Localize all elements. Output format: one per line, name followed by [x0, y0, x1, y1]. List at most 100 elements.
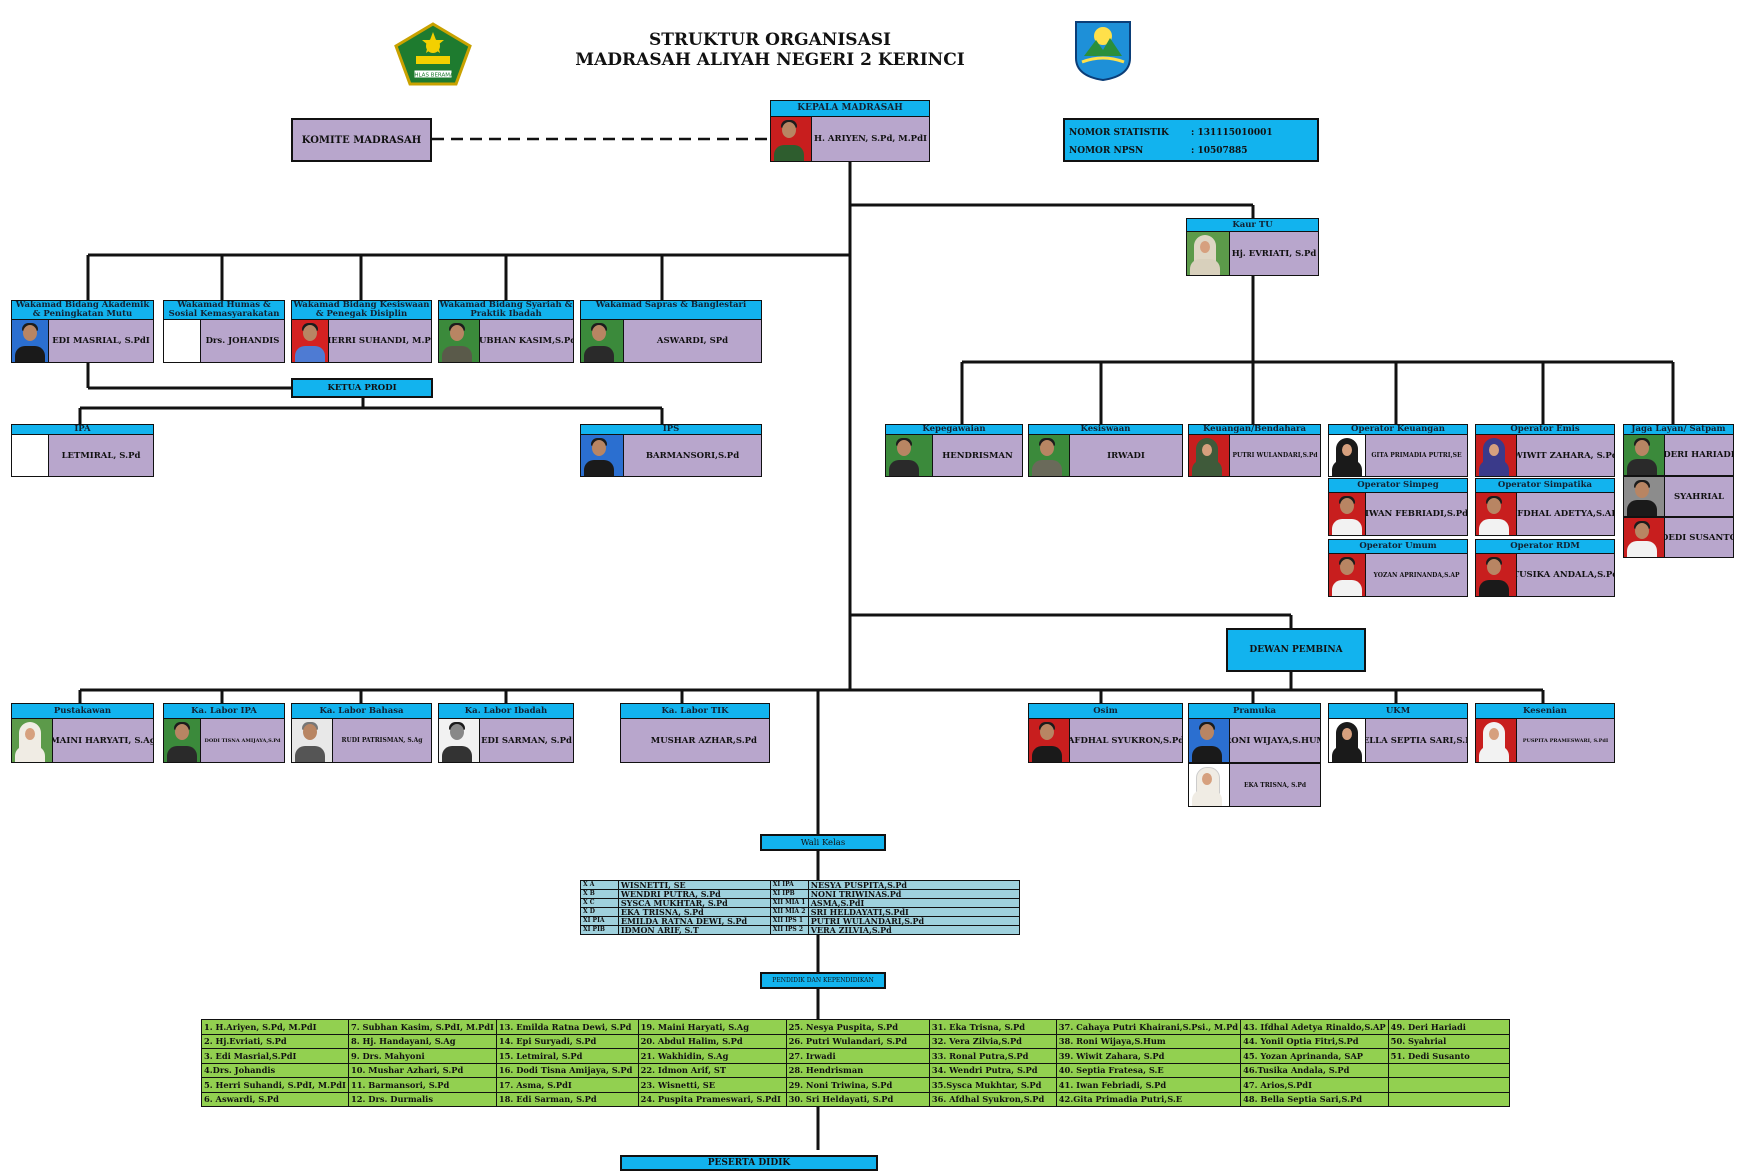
unit-labor-ibadah-title: Ka. Labor Ibadah	[438, 703, 574, 719]
kaur-tu-name: Hj. EVRIATI, S.Pd	[1231, 248, 1317, 259]
prodi-ipa-title: IPA	[11, 424, 154, 435]
photo-labor-ibadah	[439, 719, 480, 762]
tu-kepegawaian-title: Kepegawaian	[885, 424, 1023, 435]
kepala-madrasah-box: KEPALA MADRASAH H. ARIYEN, S.Pd, M.PdI	[770, 100, 930, 162]
page-title: STRUKTUR ORGANISASI MADRASAH ALIYAH NEGE…	[520, 30, 1020, 70]
title-line-1: STRUKTUR ORGANISASI	[648, 30, 891, 50]
photo-operator-umum	[1329, 554, 1366, 596]
pendidik-cell: 39. Wiwit Zahara, S.Pd	[1055, 1048, 1242, 1064]
wali-kelas-cell: X C	[580, 898, 619, 908]
photo-satpam-2	[1624, 477, 1665, 516]
pembina-osim-box: Osim AFDHAL SYUKRON,S.Pd	[1028, 703, 1183, 763]
wali-kelas-cell: XI IPA	[769, 880, 809, 890]
wakamad-akademik-title: Wakamad Bidang Akademik & Peningkatan Mu…	[11, 300, 154, 320]
pembina-pramuka-name: RONI WIJAYA,S.HUM	[1230, 735, 1320, 746]
photo-wakamad-sapras	[581, 320, 624, 362]
pendidik-cell: 22. Idmon Arif, ST	[637, 1062, 787, 1078]
pembina-osim-title: Osim	[1028, 703, 1183, 719]
photo-prodi-ips	[581, 435, 624, 476]
pembina-kesenian-name: PUSPITA PRAMESWARI, S.PdI	[1522, 737, 1609, 744]
photo-wakamad-humas	[164, 320, 201, 362]
pendidik-cell: 11. Barmansori, S.Pd	[347, 1077, 497, 1093]
pendidik-cell: 38. Roni Wijaya,S.Hum	[1055, 1033, 1242, 1049]
photo-keuangan	[1189, 435, 1230, 476]
wakamad-sapras-title: Wakamad Sapras & Banglestari	[580, 300, 762, 320]
tu-operator-umum-title: Operator Umum	[1328, 539, 1468, 554]
photo-operator-emis	[1476, 435, 1517, 476]
pendidik-cell: 27. Irwadi	[785, 1048, 930, 1064]
pendidik-cell: 21. Wakhidin, S.Ag	[637, 1048, 787, 1064]
nomor-statistik-label: NOMOR STATISTIK	[1069, 128, 1169, 138]
pendidik-cell: 48. Bella Septia Sari,S.Pd	[1240, 1091, 1389, 1107]
tu-operator-keuangan-name: GITA PRIMADIA PUTRI,SE	[1371, 452, 1462, 459]
wakamad-sapras-box: Wakamad Sapras & Banglestari ASWARDI, SP…	[580, 300, 762, 363]
photo-wakamad-syariah	[439, 320, 480, 362]
ketua-prodi-box: KETUA PRODI	[291, 378, 433, 398]
pendidik-cell: 13. Emilda Ratna Dewi, S.Pd	[495, 1019, 639, 1035]
pendidik-cell: 51. Dedi Susanto	[1387, 1048, 1511, 1064]
photo-wakamad-akademik	[12, 320, 49, 362]
tu-operator-emis-name: WIWIT ZAHARA, S.Pd	[1517, 450, 1614, 461]
photo-kepala	[771, 117, 812, 161]
pendidik-cell: 28. Hendrisman	[785, 1062, 930, 1078]
photo-pramuka-2	[1189, 764, 1230, 806]
kepala-madrasah-title: KEPALA MADRASAH	[770, 100, 930, 117]
pendidik-cell: 4.Drs. Johandis	[201, 1062, 349, 1078]
prodi-ipa-box: IPA LETMIRAL, S.Pd	[11, 424, 154, 477]
wakamad-syariah-box: Wakamad Bidang Syariah & Praktik Ibadah …	[438, 300, 574, 363]
photo-prodi-ipa	[12, 435, 49, 476]
pendidik-cell: 29. Noni Triwina, S.Pd	[785, 1077, 930, 1093]
tu-kesiswaan-box: Kesiswaan IRWADI	[1028, 424, 1183, 477]
unit-pustakawan-title: Pustakawan	[11, 703, 154, 719]
komite-madrasah-box: KOMITE MADRASAH	[291, 118, 432, 162]
photo-operator-simpatika	[1476, 493, 1517, 535]
pendidik-cell: 31. Eka Trisna, S.Pd	[928, 1019, 1057, 1035]
wakamad-syariah-name: SUBHAN KASIM,S.PdI	[480, 336, 573, 346]
photo-operator-simpeg	[1329, 493, 1366, 535]
pembina-kesenian-box: Kesenian PUSPITA PRAMESWARI, S.PdI	[1475, 703, 1615, 763]
unit-labor-bahasa-name: RUDI PATRISMAN, S.Ag	[341, 737, 423, 744]
pendidik-cell	[1387, 1091, 1511, 1107]
unit-labor-tik-title: Ka. Labor TIK	[620, 703, 770, 719]
pendidik-cell: 35.Sysca Mukhtar, S.Pd	[928, 1077, 1057, 1093]
tu-satpam-name-2: SYAHRIAL	[1674, 491, 1724, 502]
kaur-tu-title: Kaur TU	[1186, 218, 1319, 232]
photo-kesenian	[1476, 719, 1517, 762]
wali-kelas-cell: XII IPS 1	[769, 916, 809, 926]
wakamad-humas-box: Wakamad Humas & Sosial Kemasyarakatan Dr…	[163, 300, 285, 363]
photo-pramuka-1	[1189, 719, 1230, 762]
tu-satpam-name-1: DERI HARIADI	[1665, 450, 1733, 460]
tu-operator-umum-box: Operator Umum YOZAN APRINANDA,S.AP	[1328, 539, 1468, 597]
pendidik-cell: 34. Wendri Putra, S.Pd	[928, 1062, 1057, 1078]
pendidik-cell: 19. Maini Haryati, S.Ag	[637, 1019, 787, 1035]
wali-kelas-cell: XI IPB	[769, 889, 809, 899]
wakamad-akademik-name: EDI MASRIAL, S.PdI	[52, 336, 150, 346]
nomor-statistik-value: : 131115010001	[1191, 128, 1273, 138]
wakamad-akademik-box: Wakamad Bidang Akademik & Peningkatan Mu…	[11, 300, 154, 363]
tu-keuangan-title: Keuangan/Bendahara	[1188, 424, 1321, 435]
wali-kelas-cell: XI PIB	[580, 925, 619, 935]
tu-operator-simpatika-title: Operator Simpatika	[1475, 478, 1615, 493]
tu-operator-rdm-title: Operator RDM	[1475, 539, 1615, 554]
pembina-ukm-title: UKM	[1328, 703, 1468, 719]
pendidik-cell: 6. Aswardi, S.Pd	[201, 1091, 349, 1107]
prodi-ips-title: IPS	[580, 424, 762, 435]
wali-kelas-cell: X B	[580, 889, 619, 899]
wali-kelas-cell: X A	[580, 880, 619, 890]
pendidik-cell: 7. Subhan Kasim, S.PdI, M.PdI	[347, 1019, 497, 1035]
unit-labor-bahasa-box: Ka. Labor Bahasa RUDI PATRISMAN, S.Ag	[291, 703, 432, 763]
pembina-pramuka-box: Pramuka RONI WIJAYA,S.HUM EKA TRISNA, S.…	[1188, 703, 1321, 807]
wakamad-sapras-name: ASWARDI, SPd	[656, 336, 729, 346]
title-line-2: MADRASAH ALIYAH NEGERI 2 KERINCI	[575, 50, 965, 70]
pendidik-cell: 23. Wisnetti, SE	[637, 1077, 787, 1093]
pendidik-cell: 43. Ifdhal Adetya Rinaldo,S.AP	[1240, 1019, 1389, 1035]
pendidik-cell: 46.Tusika Andala, S.Pd	[1240, 1062, 1389, 1078]
unit-labor-ibadah-box: Ka. Labor Ibadah EDI SARMAN, S.Pd	[438, 703, 574, 763]
kemenag-logo-icon: IKHLAS BERAMAL	[394, 22, 472, 86]
unit-labor-ibadah-name: EDI SARMAN, S.Pd	[481, 735, 572, 746]
wakamad-humas-name: Drs. JOHANDIS	[205, 336, 280, 346]
tu-operator-simpeg-box: Operator Simpeg IWAN FEBRIADI,S.Pd	[1328, 478, 1468, 536]
pendidik-cell: 45. Yozan Aprinanda, SAP	[1240, 1048, 1389, 1064]
